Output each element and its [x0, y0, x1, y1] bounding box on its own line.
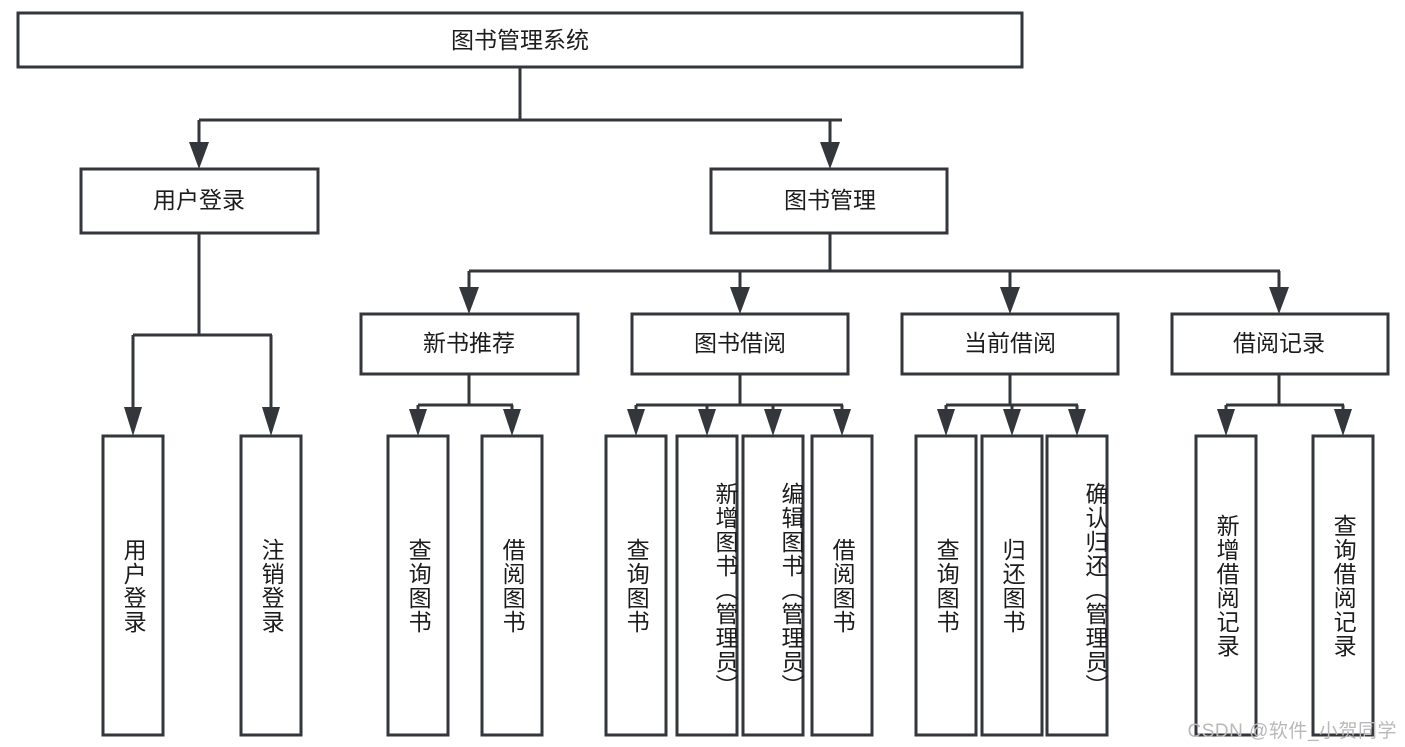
node-current-borrow[interactable] — [900, 312, 1120, 376]
arrow-cb-leaf-2 — [1003, 409, 1021, 436]
node-book-manage[interactable] — [709, 167, 949, 235]
label-new-book-recommend: 新书推荐 — [423, 330, 515, 356]
leafbox-edit-book[interactable] — [741, 434, 805, 737]
leafbox-add-book[interactable] — [675, 434, 739, 737]
arrow-bb-leaf-4 — [833, 409, 851, 436]
leafbox-query-record[interactable] — [1311, 434, 1375, 737]
arrow-br-leaf-1 — [1217, 409, 1235, 436]
leafbox-query-book-2[interactable] — [604, 434, 668, 737]
label-book-borrow: 图书借阅 — [694, 330, 786, 356]
arrow-user-login-leaf-1 — [124, 407, 142, 436]
label-borrow-record: 借阅记录 — [1233, 330, 1325, 356]
node-new-book-recommend[interactable] — [359, 312, 580, 376]
leafbox-user-login[interactable] — [101, 434, 165, 737]
leafbox-query-book-1[interactable] — [386, 434, 450, 737]
leafbox-add-record[interactable] — [1194, 434, 1258, 737]
leafbox-confirm-return[interactable] — [1045, 434, 1109, 737]
arrow-bm-to-current-borrow — [1000, 287, 1020, 314]
node-book-borrow[interactable] — [630, 312, 850, 376]
arrow-root-to-user-login — [189, 142, 209, 169]
arrow-br-leaf-2 — [1334, 409, 1352, 436]
watermark-text: CSDN @软件_小贺同学 — [1187, 721, 1397, 742]
leafbox-return-book[interactable] — [980, 434, 1044, 737]
arrow-bm-to-new-book — [459, 287, 479, 314]
arrow-root-to-book-manage — [820, 142, 840, 169]
arrow-bm-to-book-borrow — [730, 287, 750, 314]
arrow-bm-to-borrow-record — [1269, 287, 1289, 314]
label-book-manage: 图书管理 — [784, 187, 876, 213]
node-root[interactable] — [16, 11, 1024, 69]
arrow-bb-leaf-2 — [698, 409, 716, 436]
leafbox-query-book-3[interactable] — [914, 434, 978, 737]
arrow-cb-leaf-1 — [937, 409, 955, 436]
arrow-cb-leaf-3 — [1068, 409, 1086, 436]
arrow-bb-leaf-3 — [764, 409, 782, 436]
node-borrow-record[interactable] — [1170, 312, 1390, 376]
arrow-bb-leaf-1 — [627, 409, 645, 436]
arrow-user-login-leaf-2 — [262, 407, 280, 436]
leafbox-logout-login[interactable] — [239, 434, 303, 737]
leafbox-borrow-book-2[interactable] — [810, 434, 874, 737]
leafbox-borrow-book-1[interactable] — [480, 434, 544, 737]
label-user-login: 用户登录 — [153, 187, 245, 213]
label-root: 图书管理系统 — [451, 27, 589, 53]
arrow-nbr-leaf-1 — [409, 409, 427, 436]
arrow-nbr-leaf-2 — [503, 409, 521, 436]
label-current-borrow: 当前借阅 — [964, 330, 1056, 356]
